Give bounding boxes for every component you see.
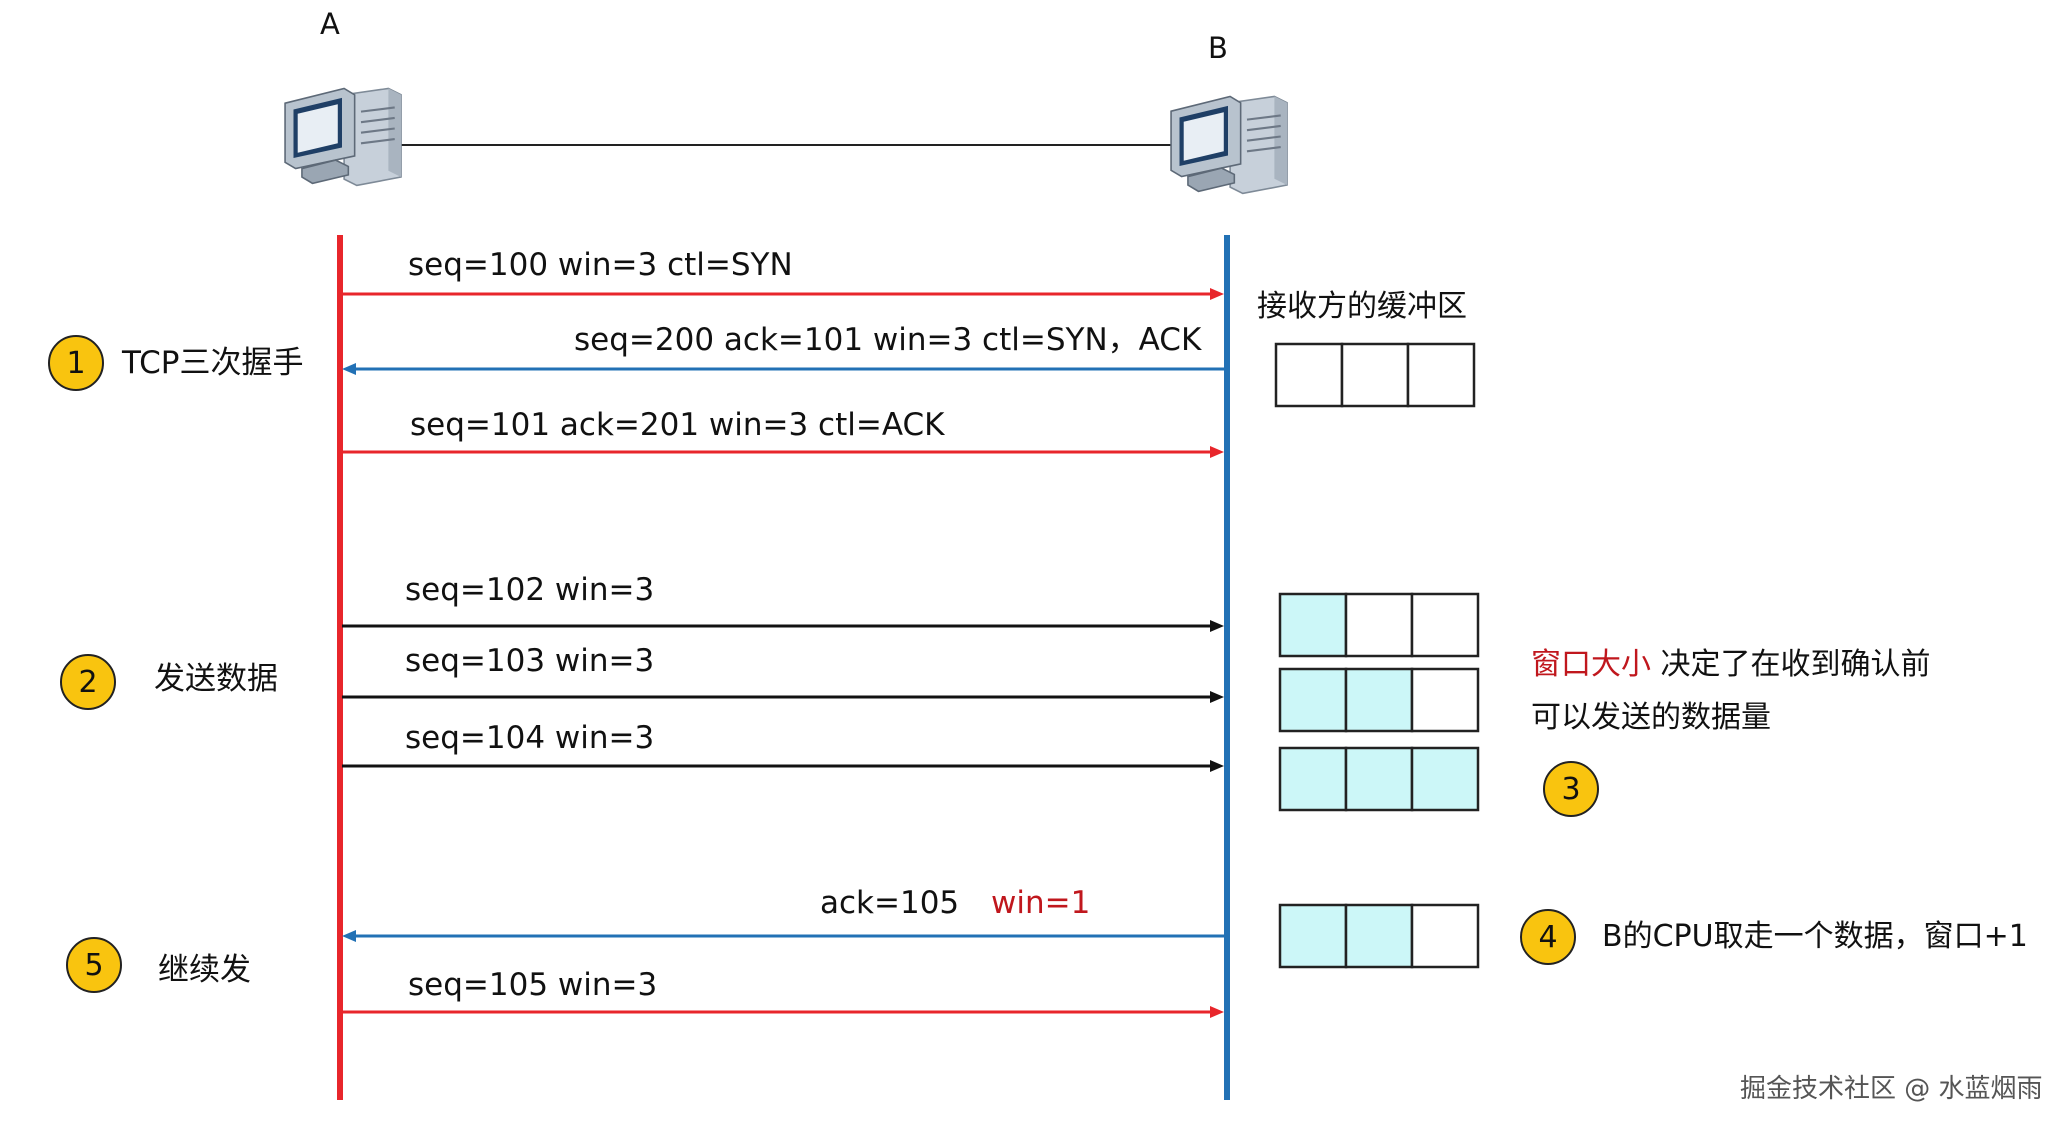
- message-arrow: [342, 760, 1224, 772]
- message-label-seq105: seq=105 win=3: [408, 967, 658, 1003]
- step-4-badge: 4: [1520, 909, 1576, 965]
- buffer-slot-filled: [1278, 667, 1348, 733]
- window-size-highlight: win=1: [991, 885, 1091, 921]
- window-size-term: 窗口大小: [1531, 647, 1651, 682]
- arrowhead: [1210, 1006, 1224, 1018]
- arrowhead: [1210, 288, 1224, 300]
- host-a-label: A: [320, 7, 340, 41]
- buffer-slot-empty: [1340, 342, 1410, 408]
- arrowhead: [1210, 620, 1224, 632]
- buffer-slot-empty: [1274, 342, 1344, 408]
- step-4-label: B的CPU取走一个数据，窗口+1: [1602, 919, 2028, 954]
- message-arrow: [342, 930, 1224, 942]
- buffer-slot-filled: [1278, 903, 1348, 969]
- message-arrow: [342, 446, 1224, 458]
- step-5-badge: 5: [66, 937, 122, 993]
- arrowhead: [1210, 760, 1224, 772]
- host-b-label: B: [1208, 31, 1228, 65]
- message-label-syn-ack: seq=200 ack=101 win=3 ctl=SYN，ACK: [574, 322, 1202, 358]
- arrowhead: [1210, 691, 1224, 703]
- message-arrow: [342, 691, 1224, 703]
- buffer-slot-empty: [1410, 592, 1480, 658]
- message-label-seq103: seq=103 win=3: [405, 643, 655, 679]
- message-arrow: [342, 363, 1224, 375]
- receive-buffer: [1278, 746, 1480, 812]
- step-2-badge: 2: [60, 654, 116, 710]
- buffer-slot-filled: [1344, 903, 1414, 969]
- buffer-slot-empty: [1410, 667, 1480, 733]
- window-size-note-line1: 窗口大小 决定了在收到确认前: [1531, 650, 1931, 680]
- message-label-syn: seq=100 win=3 ctl=SYN: [408, 247, 793, 283]
- message-arrow: [342, 620, 1224, 632]
- receive-buffer: [1278, 592, 1480, 658]
- arrowhead: [342, 930, 356, 942]
- step-5-label: 继续发: [158, 952, 251, 988]
- message-label-ack: seq=101 ack=201 win=3 ctl=ACK: [410, 407, 945, 443]
- buffer-slot-filled: [1278, 592, 1348, 658]
- buffer-slot-filled: [1278, 746, 1348, 812]
- buffer-slot-filled: [1344, 746, 1414, 812]
- host-b-computer-icon: [1169, 95, 1289, 195]
- step-1-badge: 1: [48, 335, 104, 391]
- window-size-note-line2: 可以发送的数据量: [1531, 700, 1771, 735]
- buffer-slot-filled: [1410, 746, 1480, 812]
- receive-buffer: [1274, 342, 1476, 408]
- step-2-label: 发送数据: [154, 661, 278, 697]
- buffer-slot-empty: [1344, 592, 1414, 658]
- buffer-slot-empty: [1406, 342, 1476, 408]
- buffer-slot-empty: [1410, 903, 1480, 969]
- message-label-seq102: seq=102 win=3: [405, 572, 655, 608]
- host-a-computer-icon: [283, 87, 403, 187]
- ack-text: ack=105: [820, 885, 960, 921]
- message-arrow: [342, 288, 1224, 300]
- receiver-buffer-title: 接收方的缓冲区: [1257, 289, 1467, 324]
- arrowhead: [1210, 446, 1224, 458]
- arrowhead: [342, 363, 356, 375]
- step-1-label: TCP三次握手: [122, 345, 304, 381]
- window-size-note-rest: 决定了在收到确认前: [1651, 647, 1931, 682]
- message-label-ack105: ack=105 win=1: [820, 888, 1090, 919]
- receive-buffer: [1278, 903, 1480, 969]
- receive-buffer: [1278, 667, 1480, 733]
- message-label-seq104: seq=104 win=3: [405, 720, 655, 756]
- message-arrow: [342, 1006, 1224, 1018]
- step-3-badge: 3: [1543, 761, 1599, 817]
- watermark: 掘金技术社区 @ 水蓝烟雨: [1740, 1074, 2043, 1104]
- buffer-slot-filled: [1344, 667, 1414, 733]
